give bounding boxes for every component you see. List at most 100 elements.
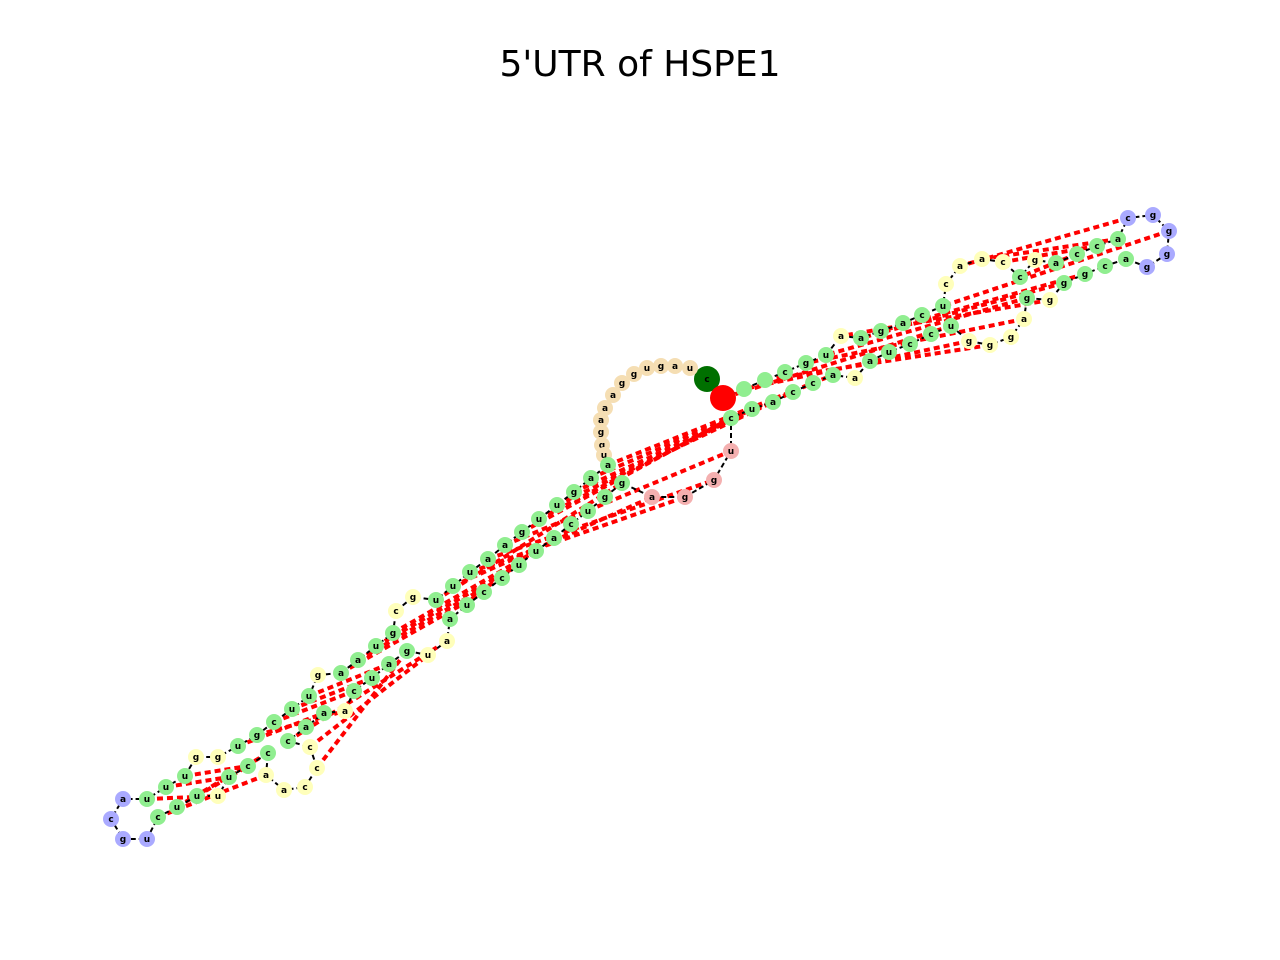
nucleotide-marker: [139, 831, 155, 847]
nucleotide: a: [350, 652, 366, 668]
base-pair-line: [286, 639, 449, 743]
nucleotide-letter: c: [307, 743, 312, 753]
nucleotide: g: [798, 355, 814, 371]
base-pair-line: [434, 481, 624, 602]
nucleotide-marker: [644, 489, 660, 505]
nucleotide-marker: [188, 749, 204, 765]
five-prime-end: c: [694, 366, 720, 392]
nucleotide-marker: [230, 738, 246, 754]
nucleotide-letter: g: [1150, 211, 1156, 221]
nucleotide-letter: u: [687, 364, 693, 374]
nucleotide-marker: [682, 360, 698, 376]
nucleotide: c: [1069, 246, 1085, 262]
nucleotide-letter: g: [571, 488, 577, 498]
nucleotide-letter: g: [711, 476, 717, 486]
nucleotide-marker: [626, 366, 642, 382]
nucleotide: c: [563, 516, 579, 532]
nucleotide-marker: [388, 603, 404, 619]
nucleotide-letter: a: [649, 493, 655, 503]
nucleotide-letter: c: [499, 574, 504, 584]
nucleotide: c: [785, 384, 801, 400]
nucleotide-marker: [266, 714, 282, 730]
nucleotide-marker: [497, 537, 513, 553]
nucleotide: c: [103, 811, 119, 827]
base-pair-line: [521, 416, 732, 534]
nucleotide-letter: a: [602, 404, 608, 414]
nucleotide-marker: [528, 543, 544, 559]
base-pair-line: [308, 653, 430, 749]
nucleotide-marker: [169, 799, 185, 815]
nucleotide: g: [1159, 246, 1175, 262]
nucleotide-marker: [593, 424, 609, 440]
nucleotide: a: [825, 367, 841, 383]
nucleotide: a: [605, 387, 621, 403]
nucleotide-marker: [405, 589, 421, 605]
nucleotide-marker: [943, 318, 959, 334]
nucleotide: g: [1161, 223, 1177, 239]
nucleotide: g: [982, 337, 998, 353]
nucleotide-letter: u: [450, 582, 456, 592]
nucleotide-marker: [310, 667, 326, 683]
nucleotide-marker: [368, 638, 384, 654]
nucleotide: c: [309, 760, 325, 776]
nucleotide: a: [833, 328, 849, 344]
nucleotide: g: [1027, 252, 1043, 268]
nucleotide-marker: [1069, 246, 1085, 262]
nucleotide-letter: g: [966, 337, 972, 347]
nucleotide: c: [938, 276, 954, 292]
nucleotide-marker: [103, 811, 119, 827]
nucleotide-letter: u: [144, 795, 150, 805]
nucleotide-marker: [337, 703, 353, 719]
nucleotide-letter: c: [1000, 258, 1005, 268]
nucleotide-marker: [583, 470, 599, 486]
base-pair-line: [146, 794, 219, 801]
nucleotide-letter: a: [281, 786, 287, 796]
nucleotide-letter: g: [315, 671, 321, 681]
base-pair-line: [469, 495, 686, 574]
nucleotide: u: [528, 543, 544, 559]
nucleotide: g: [1019, 290, 1035, 306]
nucleotide-letter: u: [235, 742, 241, 752]
nucleotide: c: [1089, 238, 1105, 254]
nucleotide-letter: c: [782, 368, 787, 378]
nucleotide-marker: [480, 551, 496, 567]
diagram-title: 5'UTR of HSPE1: [499, 44, 781, 85]
nucleotide-marker: [514, 524, 530, 540]
nucleotide-letter: c: [1125, 214, 1130, 224]
nucleotide: a: [1118, 251, 1134, 267]
base-pair-line: [273, 689, 355, 724]
nucleotide-letter: g: [1164, 250, 1170, 260]
nucleotide-letter: c: [155, 813, 160, 823]
nucleotide-marker: [923, 326, 939, 342]
nucleotide-marker: [210, 788, 226, 804]
nucleotide-marker: [459, 597, 475, 613]
nucleotide-marker: [639, 360, 655, 376]
nucleotide-marker: [1048, 255, 1064, 271]
nucleotide-letter: g: [599, 441, 605, 451]
nucleotide: a: [1016, 311, 1032, 327]
nucleotide-letter: u: [425, 651, 431, 661]
nucleotide-marker: [710, 385, 736, 411]
nucleotide-marker: [511, 557, 527, 573]
nucleotide-letter: u: [194, 792, 200, 802]
nucleotide-letter: g: [619, 379, 625, 389]
nucleotide: g: [115, 831, 131, 847]
base-pair-line: [375, 563, 520, 648]
nucleotide-letter: c: [481, 588, 486, 598]
nucleotide-marker: [765, 394, 781, 410]
nucleotide: a: [974, 251, 990, 267]
nucleotide-letter: c: [907, 340, 912, 350]
nucleotide-letter: c: [568, 520, 573, 530]
nucleotide-marker: [316, 705, 332, 721]
nucleotide: g: [405, 589, 421, 605]
nucleotide-marker: [1145, 207, 1161, 223]
nucleotide: u: [549, 497, 565, 513]
nucleotide: g: [614, 375, 630, 391]
nucleotide-letter: u: [182, 772, 188, 782]
nucleotide-letter: u: [467, 568, 473, 578]
nucleotide-marker: [974, 251, 990, 267]
nucleotide: g: [210, 749, 226, 765]
nucleotide-letter: c: [245, 762, 250, 772]
nucleotide-letter: c: [919, 311, 924, 321]
